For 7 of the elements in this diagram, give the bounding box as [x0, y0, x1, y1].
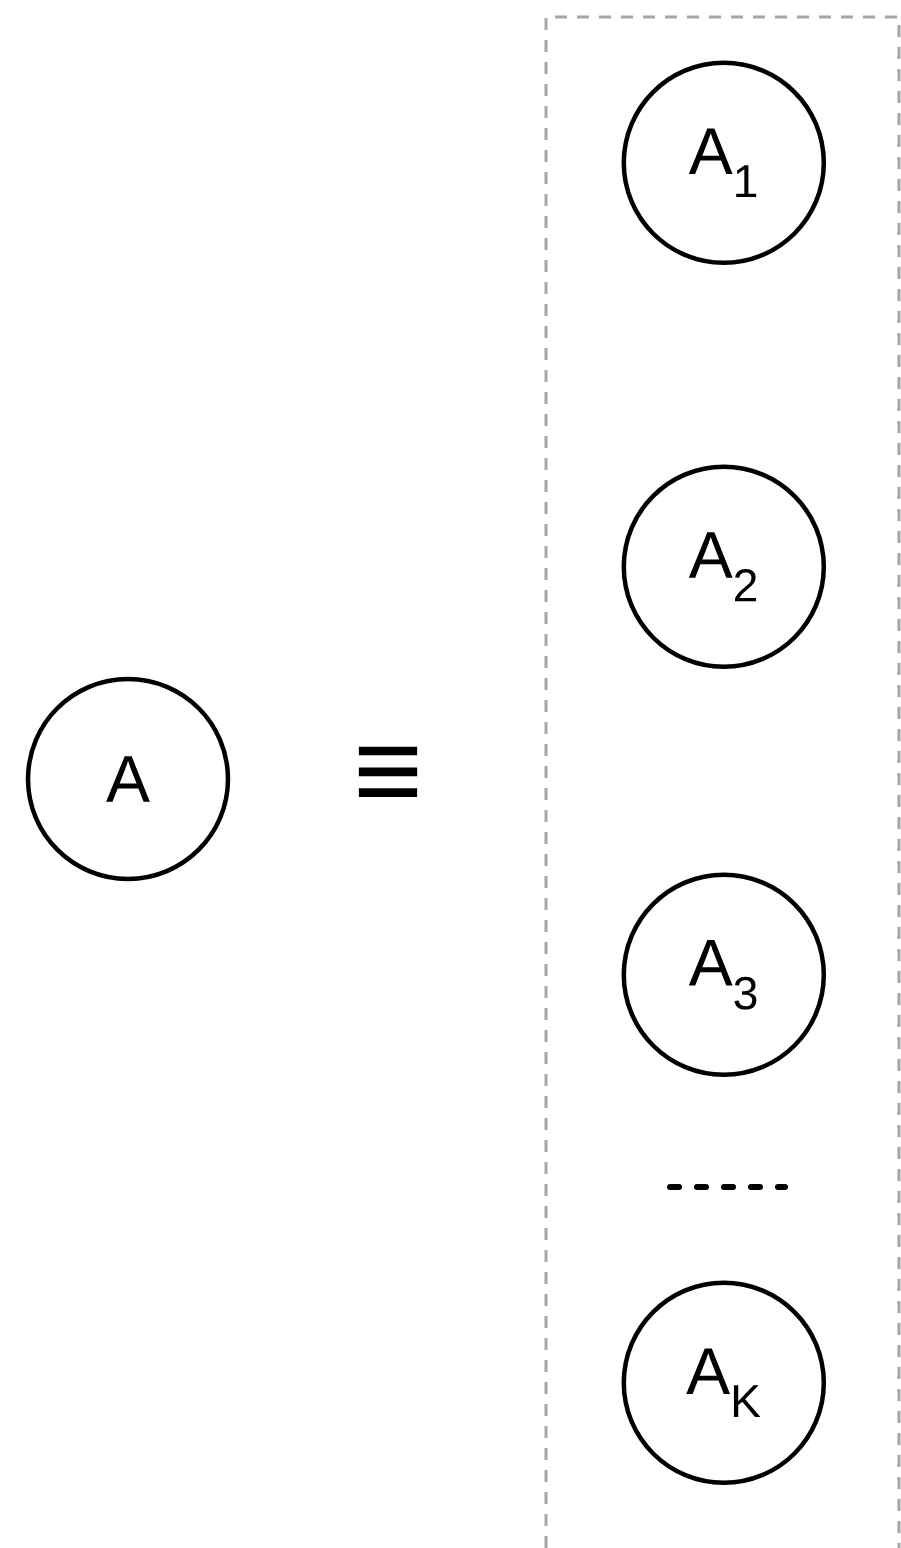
dashed-group-box: [544, 15, 901, 1548]
circle-node: A: [25, 676, 231, 882]
circle-node: A$_{K}$: [621, 1280, 827, 1486]
circle-node: A$_{1}$: [621, 60, 827, 266]
circle-node: A$_{3}$: [621, 872, 827, 1078]
equivalence-sign: ≡: [358, 746, 418, 798]
circle-node: A$_{2}$: [621, 464, 827, 670]
